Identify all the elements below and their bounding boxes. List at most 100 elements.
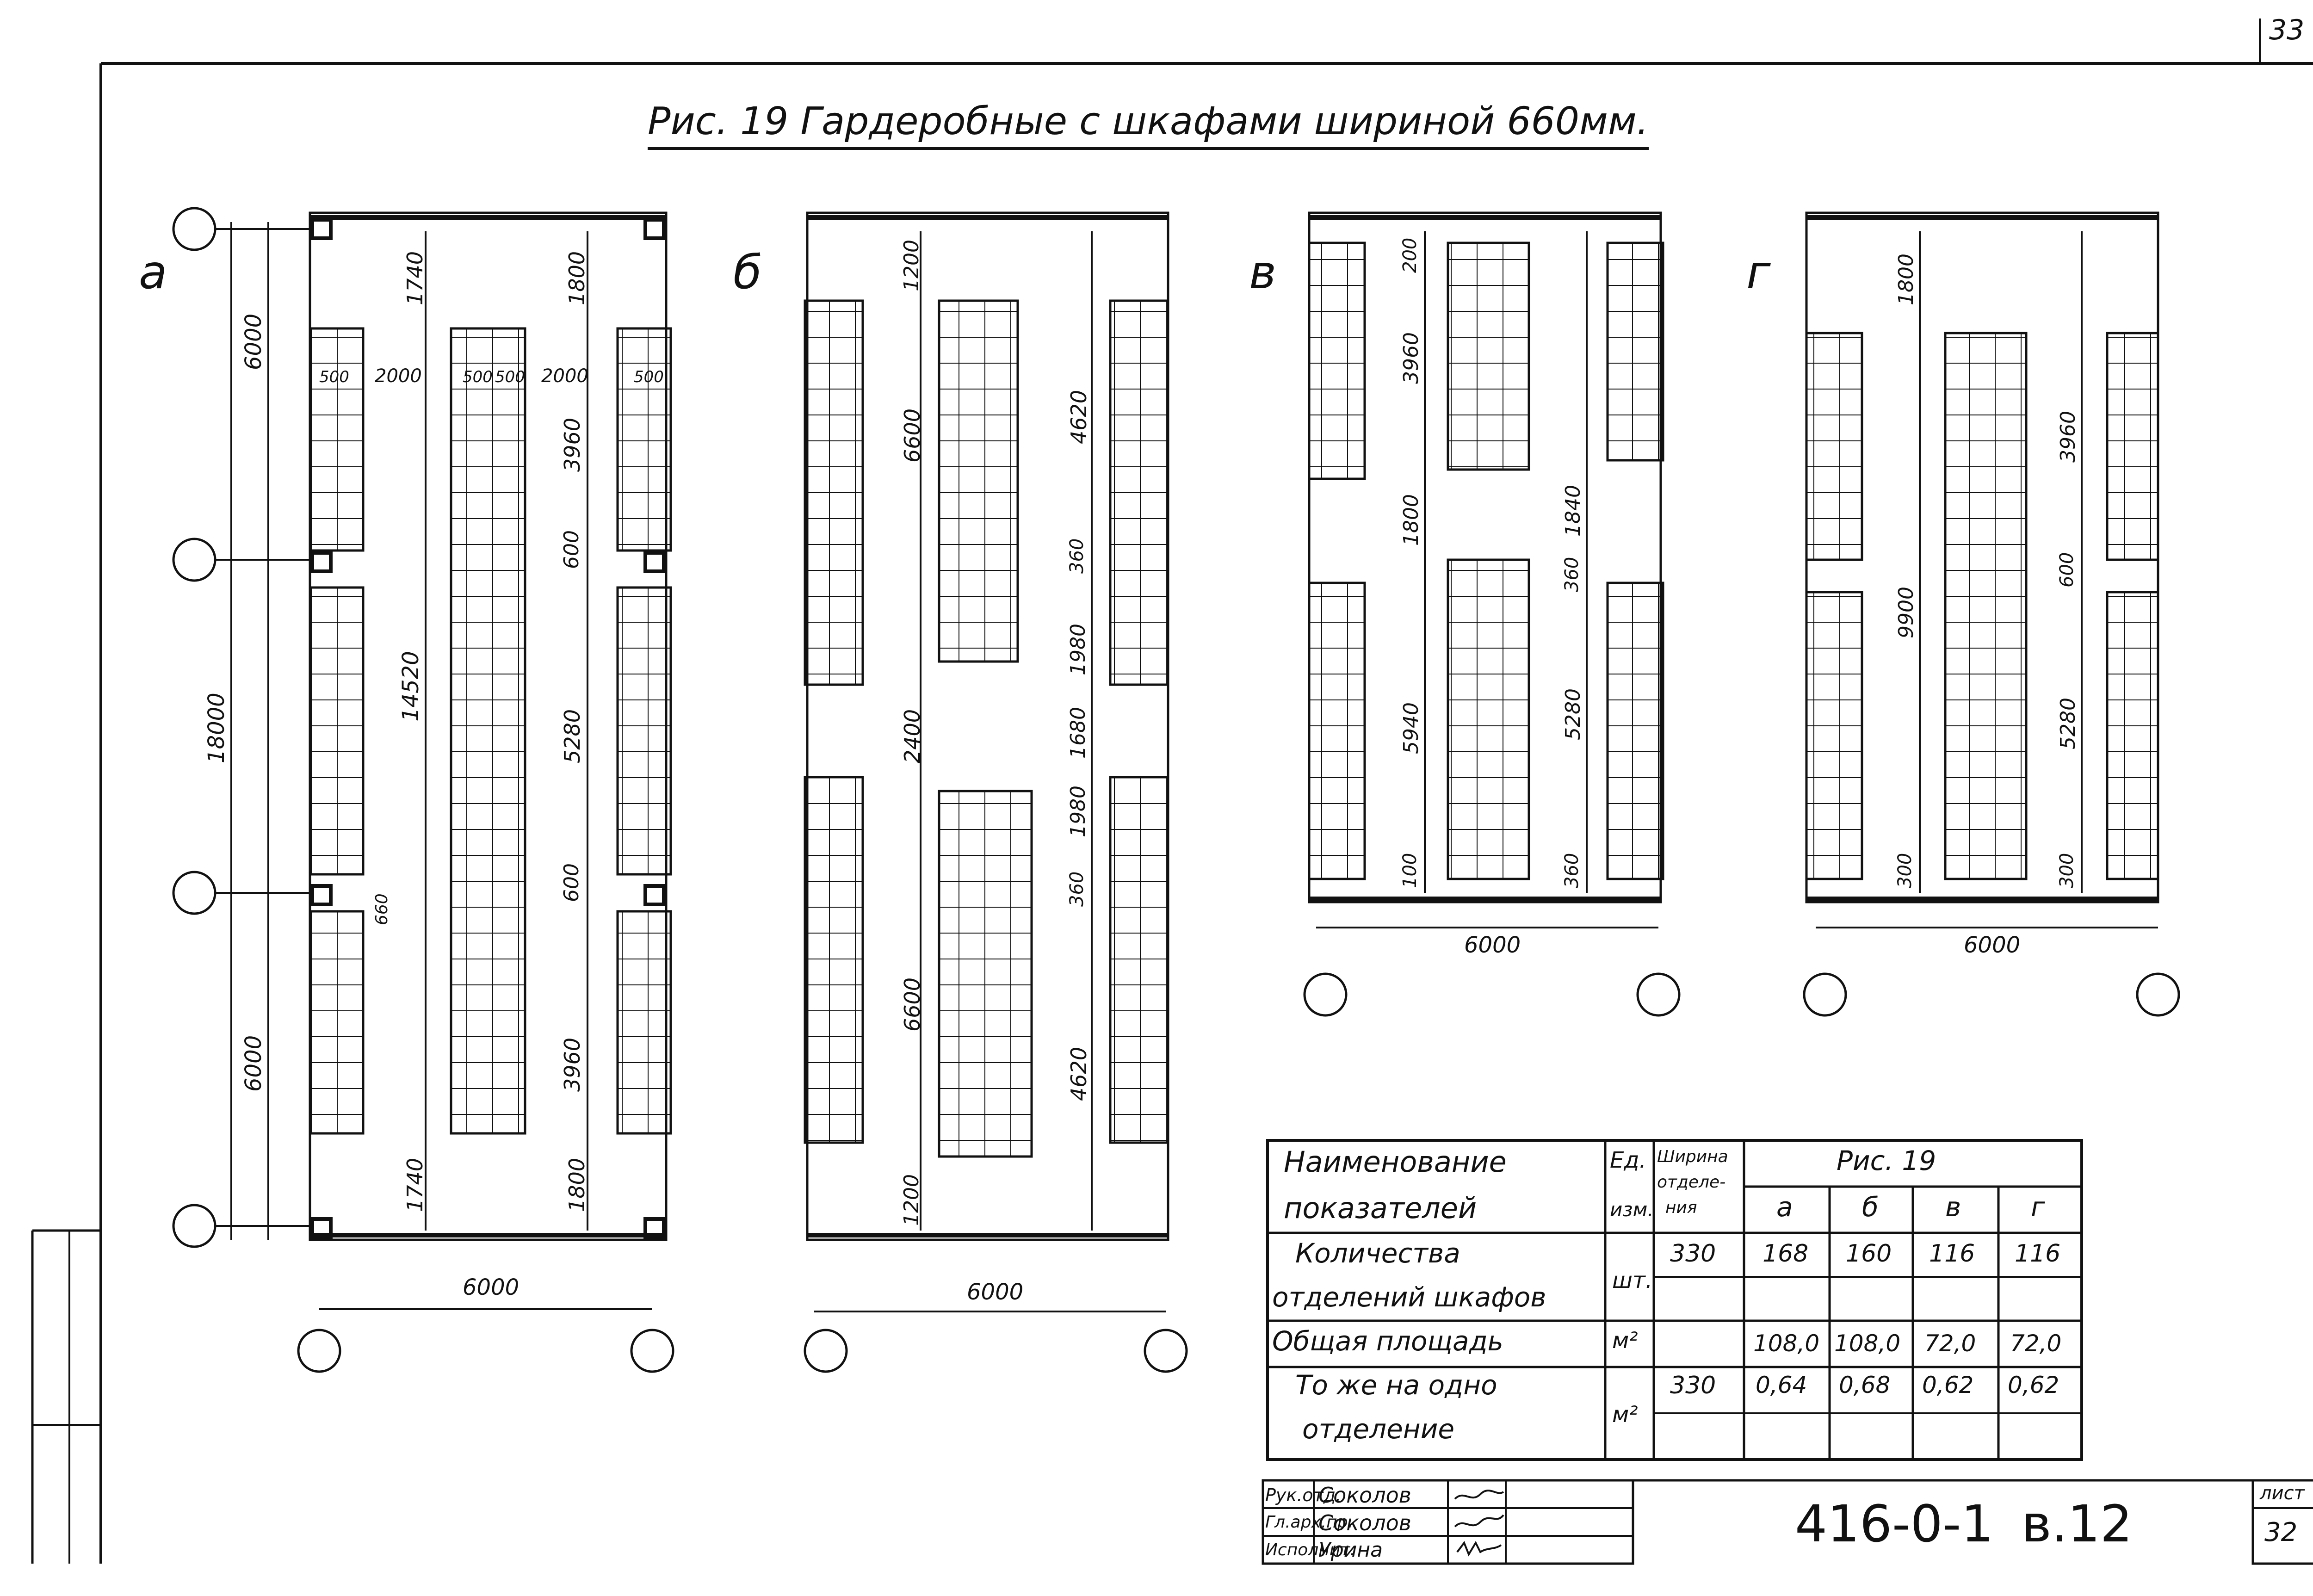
stamp-role-1: Рук.отд. bbox=[1265, 1485, 1342, 1505]
plan-v bbox=[1303, 211, 1681, 1017]
dim-a-1800-top: 1800 bbox=[564, 251, 589, 305]
dim-a-500-2: 500 bbox=[463, 368, 493, 386]
table-header-name-1: Наименование bbox=[1284, 1145, 1507, 1179]
dim-a-600-top: 600 bbox=[560, 530, 583, 569]
panel-label-v: в bbox=[1249, 245, 1276, 299]
row2-unit: м² bbox=[1612, 1328, 1638, 1354]
dim-a-5280: 5280 bbox=[560, 709, 585, 763]
dim-a-18000: 18000 bbox=[204, 693, 229, 763]
table-header-unit-1: Ед. bbox=[1610, 1147, 1646, 1173]
stamp-code: 416-0-1 bbox=[1795, 1494, 1994, 1553]
dim-v-100: 100 bbox=[1399, 853, 1421, 888]
stamp-role-3: Исполнит. bbox=[1265, 1540, 1355, 1559]
dim-g-300-left: 300 bbox=[1894, 853, 1916, 888]
table-variant-g: г bbox=[2031, 1191, 2045, 1223]
dim-a-6000-top: 6000 bbox=[241, 313, 266, 370]
row3-val-a: 0,64 bbox=[1756, 1372, 1807, 1398]
table-variant-a: а bbox=[1776, 1191, 1793, 1223]
row3-name-2: отделение bbox=[1302, 1413, 1455, 1445]
table-header-name-2: показателей bbox=[1284, 1191, 1477, 1225]
stamp-album: в.12 bbox=[2022, 1494, 2133, 1553]
table-header-width-2: отделе- bbox=[1657, 1173, 1726, 1192]
row3-val-v: 0,62 bbox=[1922, 1372, 1974, 1398]
row1-name-1: Количества bbox=[1295, 1237, 1460, 1269]
dim-v-3960: 3960 bbox=[1399, 332, 1423, 384]
row1-val-g: 116 bbox=[2015, 1240, 2061, 1268]
table-header-unit-2: изм. bbox=[1610, 1198, 1654, 1221]
stamp-name-1: Соколов bbox=[1318, 1483, 1411, 1508]
row1-val-v: 116 bbox=[1929, 1240, 1975, 1268]
dim-b-4620-top: 4620 bbox=[1066, 390, 1091, 444]
dim-v-360-bottom: 360 bbox=[1561, 853, 1583, 888]
stamp-sheet-label: лист bbox=[2260, 1483, 2305, 1504]
dim-a-3960-top: 3960 bbox=[560, 417, 585, 472]
dim-a-14520: 14520 bbox=[398, 651, 424, 722]
row1-unit: шт. bbox=[1612, 1268, 1653, 1293]
row2-val-a: 108,0 bbox=[1753, 1330, 1820, 1357]
sheet-frame bbox=[31, 19, 2313, 1564]
dim-v-5280: 5280 bbox=[1561, 688, 1585, 740]
dim-g-300-right: 300 bbox=[2056, 853, 2078, 888]
table-header-width-3: ния bbox=[1665, 1198, 1697, 1217]
dim-v-360-top: 360 bbox=[1561, 557, 1583, 592]
dim-a-1740-top: 1740 bbox=[402, 251, 427, 305]
dim-g-5280: 5280 bbox=[2056, 698, 2080, 749]
row2-val-v: 72,0 bbox=[1924, 1330, 1976, 1357]
dim-a-500-3: 500 bbox=[495, 368, 525, 386]
table-header-width-1: Ширина bbox=[1657, 1147, 1728, 1166]
row1-val-b: 160 bbox=[1846, 1240, 1892, 1268]
table-variant-b: б bbox=[1862, 1191, 1879, 1223]
dim-b-2400: 2400 bbox=[900, 709, 925, 763]
dim-b-6600-top: 6600 bbox=[900, 408, 925, 463]
dim-v-5940: 5940 bbox=[1399, 702, 1423, 754]
dim-a-1740-bottom: 1740 bbox=[402, 1157, 427, 1212]
row1-val-a: 168 bbox=[1763, 1240, 1809, 1268]
dim-g-6000-width: 6000 bbox=[1964, 932, 2021, 958]
row2-val-g: 72,0 bbox=[2010, 1330, 2062, 1357]
row1-name-2: отделений шкафов bbox=[1272, 1281, 1546, 1313]
panel-label-g: г bbox=[1746, 245, 1771, 299]
indicators-table-grid bbox=[1266, 1139, 2083, 1461]
dim-b-360-top: 360 bbox=[1066, 538, 1088, 574]
plan-g bbox=[1803, 211, 2180, 1017]
dim-v-200: 200 bbox=[1399, 237, 1421, 273]
dim-a-1800-bottom: 1800 bbox=[564, 1157, 589, 1212]
panel-label-a: а bbox=[139, 245, 167, 299]
dim-b-6600-bottom: 6600 bbox=[900, 977, 925, 1032]
dim-g-3960: 3960 bbox=[2056, 411, 2080, 463]
dim-b-6000-width: 6000 bbox=[967, 1279, 1024, 1305]
dim-a-600-bottom: 600 bbox=[560, 863, 583, 902]
row1-width: 330 bbox=[1670, 1240, 1716, 1268]
dim-v-6000-width: 6000 bbox=[1464, 932, 1521, 958]
dim-b-1200-top: 1200 bbox=[900, 240, 923, 291]
stamp-name-3: Урина bbox=[1318, 1538, 1383, 1562]
row2-val-b: 108,0 bbox=[1834, 1330, 1901, 1357]
stamp-sheet-number: 32 bbox=[2264, 1517, 2298, 1547]
panel-label-b: б bbox=[733, 245, 762, 299]
row2-name-1: Общая площадь bbox=[1272, 1325, 1503, 1357]
plan-b bbox=[804, 211, 1188, 1373]
title-block-grid bbox=[1262, 1479, 2313, 1565]
figure-title: Рис. 19 Гардеробные с шкафами шириной 66… bbox=[648, 99, 1649, 150]
row3-name-1: То же на одно bbox=[1295, 1369, 1497, 1401]
dim-b-1200-bottom: 1200 bbox=[900, 1174, 923, 1226]
page-number-top: 33 bbox=[2269, 14, 2305, 46]
dim-b-4620-bottom: 4620 bbox=[1066, 1046, 1091, 1101]
dim-a-660: 660 bbox=[372, 893, 391, 925]
dim-a-6000-width: 6000 bbox=[463, 1274, 519, 1300]
dim-v-1800: 1800 bbox=[1399, 494, 1423, 546]
dim-g-1800: 1800 bbox=[1894, 254, 1918, 305]
dim-a-6000-bottom: 6000 bbox=[241, 1035, 266, 1092]
dim-b-1980-bottom: 1980 bbox=[1066, 786, 1090, 837]
plan-a bbox=[172, 207, 674, 1373]
dim-v-1840: 1840 bbox=[1561, 485, 1585, 537]
stamp-name-2: Соколов bbox=[1318, 1510, 1411, 1535]
dim-b-1980-top: 1980 bbox=[1066, 624, 1090, 675]
dim-g-600: 600 bbox=[2056, 552, 2078, 588]
table-variant-v: в bbox=[1945, 1191, 1961, 1223]
signatures bbox=[1454, 1490, 1504, 1557]
dim-a-500-4: 500 bbox=[634, 368, 664, 386]
dim-g-9900: 9900 bbox=[1894, 587, 1918, 638]
row3-width: 330 bbox=[1670, 1372, 1716, 1399]
